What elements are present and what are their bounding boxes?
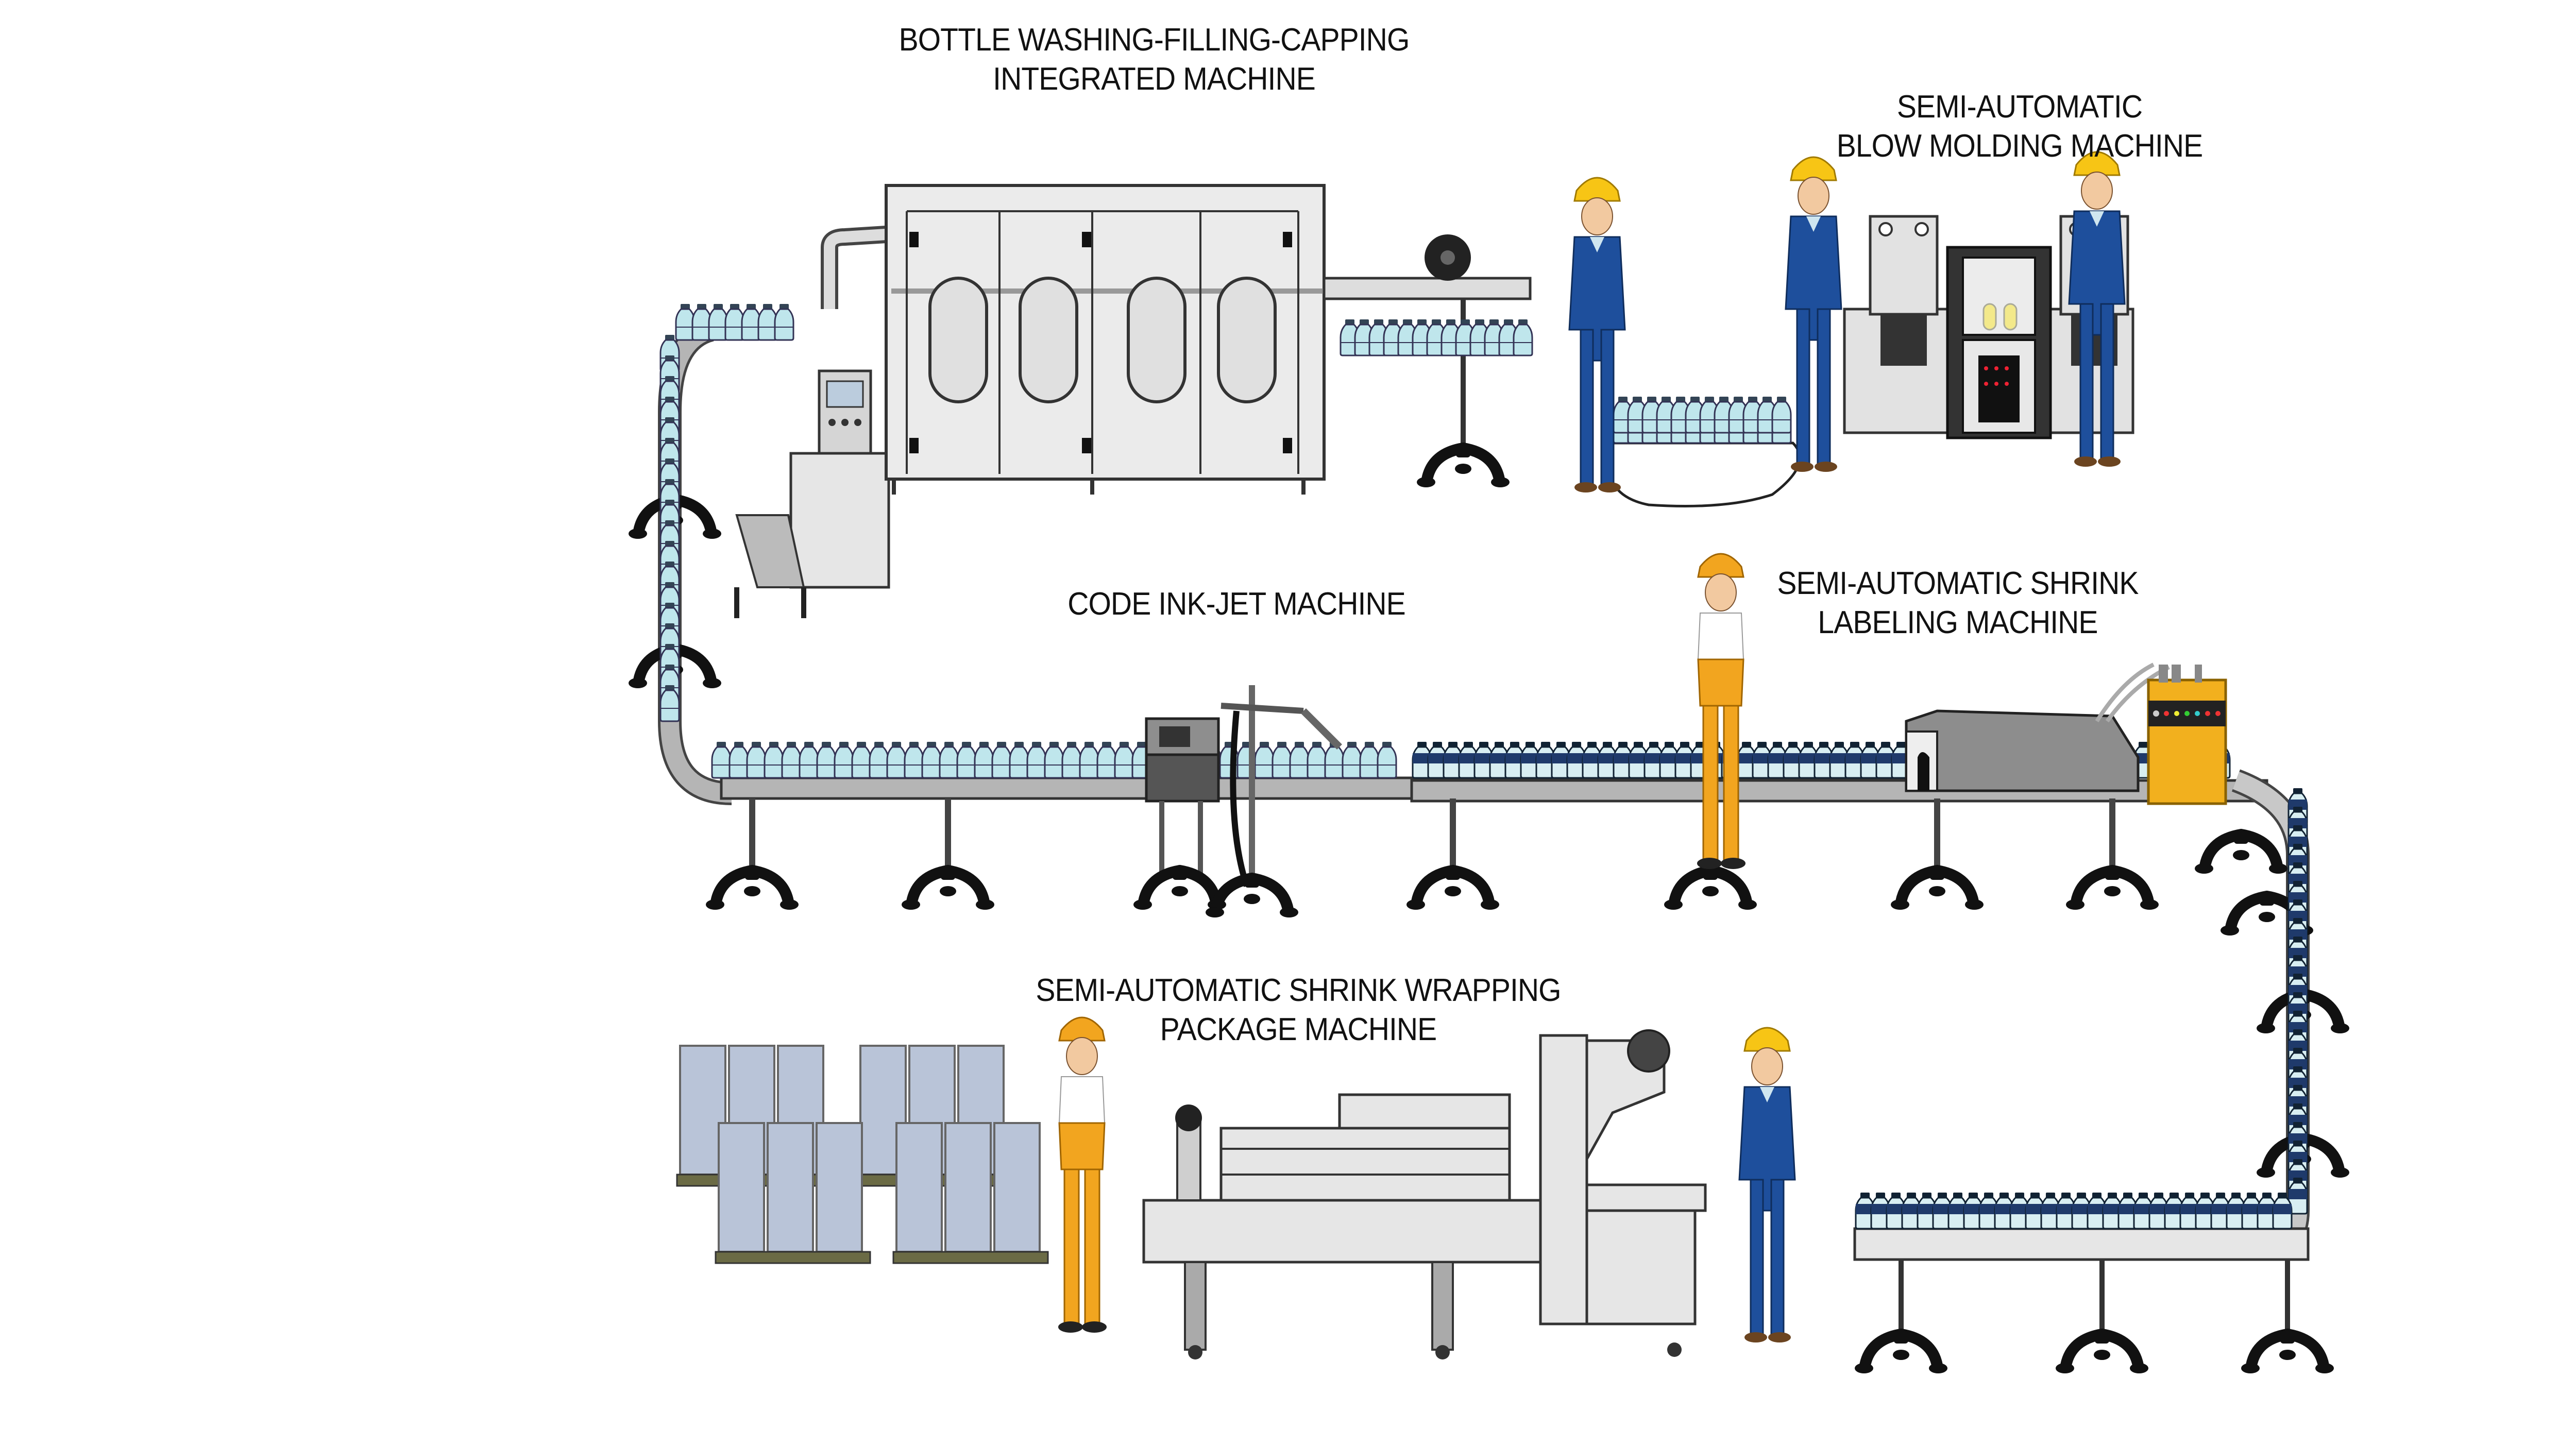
shrink-labeling-machine — [1905, 662, 2170, 792]
bottle — [886, 741, 907, 779]
stand — [1891, 868, 1984, 910]
washing-filling-capping-machine — [734, 184, 1532, 618]
pallet — [715, 1251, 871, 1264]
bottle — [869, 741, 889, 779]
label-line: INTEGRATED MACHINE — [993, 61, 1316, 97]
ink-jet-machine — [1133, 685, 1342, 917]
stand — [2066, 868, 2159, 910]
hanging-bottles-row — [1340, 318, 1533, 356]
label-line: SEMI-AUTOMATIC SHRINK — [1777, 566, 2139, 601]
label-shrink-labeling: SEMI-AUTOMATIC SHRINK LABELING MACHINE — [1721, 564, 2195, 642]
bottle — [816, 741, 837, 779]
left-vertical-conveyor — [629, 318, 732, 805]
bottle — [1272, 741, 1292, 779]
bottom-right-conveyor — [1855, 1227, 2334, 1373]
stand — [1406, 868, 1499, 910]
shrink-wrapping-machine — [1142, 1029, 1707, 1359]
bottle — [939, 741, 959, 779]
worker-pallets — [1057, 1016, 1108, 1334]
label-ink-jet: CODE INK-JET MACHINE — [999, 585, 1473, 624]
bottle — [921, 741, 942, 779]
bottle — [1026, 741, 1047, 779]
stand — [706, 868, 799, 910]
label-line: LABELING MACHINE — [1818, 605, 2098, 640]
bottom-conveyor-bottles — [1855, 1192, 2293, 1230]
label-shrink-wrapping: SEMI-AUTOMATIC SHRINK WRAPPING PACKAGE M… — [967, 971, 1630, 1049]
preform — [1771, 396, 1792, 434]
label-washing-filling-capping: BOTTLE WASHING-FILLING-CAPPING INTEGRATE… — [870, 21, 1438, 99]
bottle-pack — [718, 1122, 765, 1253]
worker-blow-left — [1785, 156, 1842, 473]
bottle-pack — [767, 1122, 814, 1253]
bottle — [1289, 741, 1310, 779]
preform-pile — [1607, 396, 1801, 507]
label-line: BLOW MOLDING MACHINE — [1836, 128, 2203, 164]
bottle — [1061, 741, 1082, 779]
bottle — [1096, 741, 1117, 779]
bottle — [1044, 741, 1064, 779]
bottle-pack — [895, 1122, 943, 1253]
middle-conveyor — [706, 776, 2268, 910]
bottle — [774, 303, 794, 341]
label-line: CODE INK-JET MACHINE — [1067, 586, 1406, 622]
right-conveyor-bottles — [2287, 787, 2308, 1215]
label-blow-molding: SEMI-AUTOMATIC BLOW MOLDING MACHINE — [1783, 88, 2257, 166]
bottle — [781, 741, 802, 779]
bottle — [746, 741, 767, 779]
bottle — [991, 741, 1012, 779]
stand — [902, 868, 994, 910]
label-line: SEMI-AUTOMATIC — [1896, 89, 2143, 125]
stand — [1664, 868, 1757, 910]
bottle-pack — [944, 1122, 992, 1253]
bottle — [834, 741, 854, 779]
bottle — [1114, 741, 1134, 779]
bottle — [764, 741, 784, 779]
heater-box — [2147, 665, 2227, 805]
bottle — [1513, 318, 1533, 356]
bottle — [1254, 741, 1275, 779]
label-line: PACKAGE MACHINE — [1160, 1012, 1437, 1047]
bottle — [1377, 741, 1397, 779]
bottle-pack — [816, 1122, 863, 1253]
bottle-pack — [993, 1122, 1041, 1253]
bottle — [1009, 741, 1029, 779]
bottle — [956, 741, 977, 779]
bottle — [1359, 741, 1380, 779]
bottle — [1307, 741, 1327, 779]
right-vertical-conveyor — [2195, 769, 2349, 1259]
label-line: SEMI-AUTOMATIC SHRINK WRAPPING — [1036, 973, 1561, 1008]
bottle — [728, 741, 749, 779]
pallet — [892, 1251, 1049, 1264]
bottle — [974, 741, 994, 779]
bottle — [1342, 741, 1362, 779]
bottle — [904, 741, 924, 779]
pallet-stacks — [676, 1045, 1049, 1264]
bottle — [711, 741, 732, 779]
bottle — [1324, 741, 1345, 779]
label-line: BOTTLE WASHING-FILLING-CAPPING — [899, 22, 1410, 58]
worker-wrapping — [1738, 1027, 1796, 1344]
bottle — [799, 741, 819, 779]
bottle — [851, 741, 872, 779]
bottle — [1079, 741, 1099, 779]
